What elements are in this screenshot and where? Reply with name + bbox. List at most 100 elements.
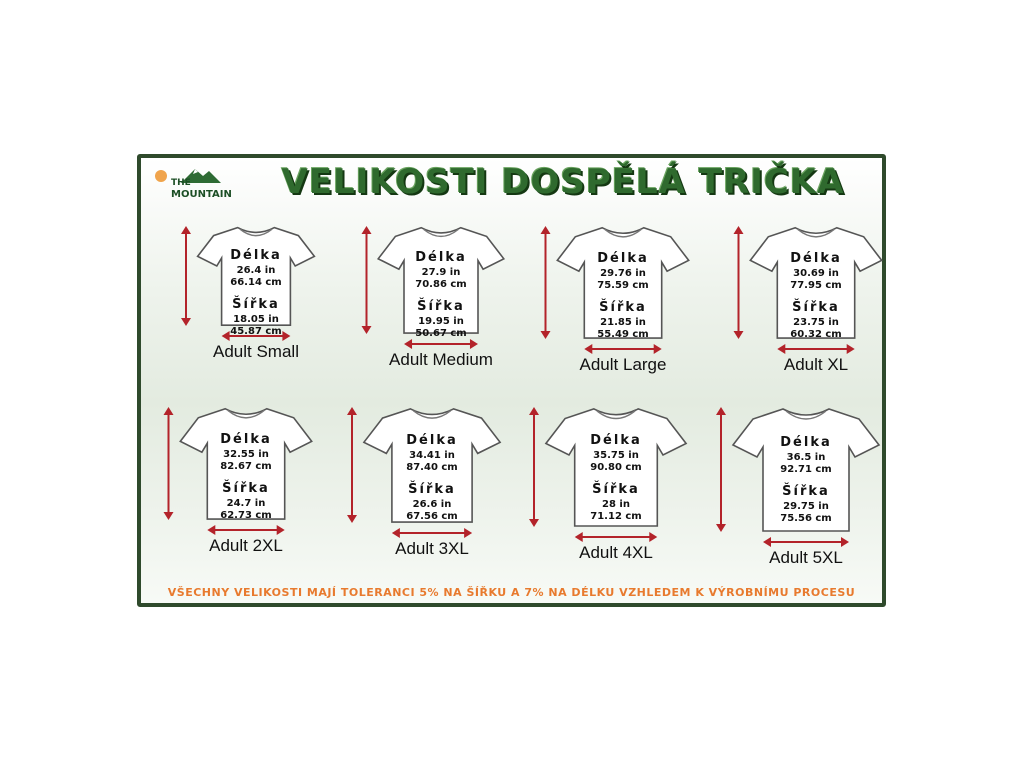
width-label: Šířka bbox=[782, 483, 830, 499]
tshirt-icon bbox=[361, 226, 506, 349]
width-cm: 67.56 cm bbox=[406, 510, 458, 522]
tshirt-outline bbox=[544, 408, 688, 527]
width-inches: 21.85 in bbox=[600, 316, 646, 328]
length-arrow-bottom bbox=[540, 331, 551, 339]
length-inches: 29.76 in bbox=[600, 267, 646, 279]
mountain-icon bbox=[181, 169, 221, 183]
width-arrow-left bbox=[763, 537, 771, 547]
width-arrow-right bbox=[469, 339, 478, 349]
length-arrow-bottom bbox=[347, 515, 357, 523]
length-label: Délka bbox=[406, 432, 458, 448]
length-arrow-bottom bbox=[163, 512, 174, 520]
size-name: Adult 3XL bbox=[395, 539, 469, 558]
width-arrow-left bbox=[391, 528, 400, 538]
width-arrow-left bbox=[777, 344, 786, 354]
width-cm: 71.12 cm bbox=[590, 511, 642, 523]
length-inches: 26.4 in bbox=[236, 265, 276, 276]
length-cm: 77.95 cm bbox=[790, 279, 842, 291]
length-cm: 70.86 cm bbox=[415, 278, 467, 290]
length-arrow-top bbox=[163, 407, 174, 415]
length-arrow-top bbox=[181, 226, 191, 234]
brand-line-2: MOUNTAIN bbox=[171, 189, 232, 200]
width-inches: 24.7 in bbox=[226, 497, 266, 509]
width-arrow-left bbox=[207, 525, 216, 535]
width-arrow-right bbox=[649, 532, 658, 542]
tshirt-collar bbox=[785, 410, 827, 420]
tshirt-icon bbox=[716, 407, 881, 547]
width-arrow-right bbox=[653, 344, 662, 354]
size-name: Adult XL bbox=[783, 355, 849, 374]
length-arrow-bottom bbox=[529, 519, 539, 527]
length-cm: 90.80 cm bbox=[590, 462, 642, 474]
width-arrow-left bbox=[404, 339, 413, 349]
length-label: Délka bbox=[415, 249, 467, 265]
length-arrow-bottom bbox=[361, 326, 372, 334]
length-inches: 27.9 in bbox=[421, 266, 461, 278]
tshirt-outline bbox=[731, 408, 881, 532]
tshirt-collar bbox=[239, 228, 273, 237]
length-inches: 30.69 in bbox=[793, 267, 839, 279]
tshirt-collar bbox=[596, 410, 636, 420]
size-name: Adult 5XL bbox=[769, 548, 843, 567]
size-name: Adult Medium bbox=[389, 350, 493, 369]
length-arrow-top bbox=[733, 226, 744, 234]
sun-icon bbox=[155, 170, 167, 182]
length-inches: 36.5 in bbox=[786, 451, 826, 463]
width-inches: 29.75 in bbox=[783, 500, 829, 512]
brand-logo: THE MOUNTAIN bbox=[151, 166, 251, 210]
tshirt-collar bbox=[423, 228, 459, 238]
width-inches: 28 in bbox=[602, 499, 630, 511]
tshirt-collar bbox=[227, 410, 265, 419]
size-chart-panel: THE MOUNTAIN VELIKOSTI DOSPĚLÁ TRIČKA Dé… bbox=[137, 154, 886, 607]
length-cm: 92.71 cm bbox=[780, 463, 832, 475]
length-cm: 75.59 cm bbox=[597, 279, 649, 291]
width-arrow-left bbox=[221, 331, 230, 341]
width-inches: 19.95 in bbox=[418, 315, 464, 327]
width-label: Šířka bbox=[408, 481, 456, 497]
length-label: Délka bbox=[590, 433, 642, 449]
width-inches: 18.05 in bbox=[233, 314, 279, 325]
length-arrow-top bbox=[529, 407, 539, 415]
tshirt-icon bbox=[529, 407, 688, 542]
width-arrow-left bbox=[584, 344, 593, 354]
tshirt-icon bbox=[347, 407, 502, 538]
width-label: Šířka bbox=[792, 299, 840, 315]
length-label: Délka bbox=[220, 431, 272, 447]
width-cm: 55.49 cm bbox=[597, 328, 649, 340]
tshirt-icon bbox=[733, 226, 883, 354]
tshirt-collar bbox=[604, 229, 642, 238]
length-arrow-top bbox=[716, 407, 726, 415]
length-inches: 34.41 in bbox=[409, 449, 455, 461]
tshirt-outline bbox=[749, 226, 883, 339]
length-label: Délka bbox=[790, 250, 842, 266]
tshirt-outline bbox=[376, 226, 506, 334]
width-label: Šířka bbox=[599, 299, 647, 315]
width-label: Šířka bbox=[417, 298, 465, 314]
length-arrow-bottom bbox=[733, 331, 744, 339]
width-arrow-right bbox=[276, 525, 285, 535]
length-label: Délka bbox=[230, 248, 282, 263]
tshirt-outline bbox=[362, 408, 502, 523]
length-cm: 66.14 cm bbox=[230, 277, 282, 288]
width-cm: 62.73 cm bbox=[220, 509, 272, 521]
length-cm: 82.67 cm bbox=[220, 460, 272, 472]
size-name: Adult Small bbox=[213, 342, 299, 361]
width-cm: 75.56 cm bbox=[780, 512, 832, 524]
size-name: Adult Large bbox=[579, 355, 667, 374]
length-label: Délka bbox=[597, 250, 649, 266]
length-inches: 35.75 in bbox=[593, 450, 639, 462]
width-label: Šířka bbox=[592, 482, 640, 498]
width-cm: 60.32 cm bbox=[790, 328, 842, 340]
width-label: Šířka bbox=[222, 480, 270, 496]
tshirt-collar bbox=[797, 229, 835, 238]
width-arrow-right bbox=[464, 528, 473, 538]
length-inches: 32.55 in bbox=[223, 448, 269, 460]
brand-line-1: THE bbox=[171, 178, 191, 188]
